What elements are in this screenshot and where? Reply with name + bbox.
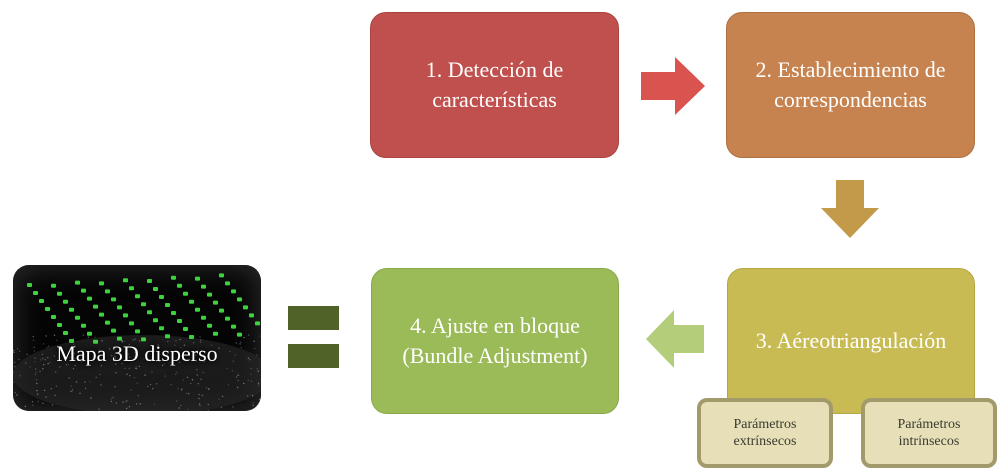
- step-bundle-adjustment-label: 4. Ajuste en bloque (Bundle Adjustment): [402, 313, 588, 368]
- equals-bar-top: [288, 306, 339, 330]
- left-arrow-icon: [646, 310, 704, 368]
- step-correspondences: 2. Establecimiento de correspondencias: [726, 12, 975, 158]
- equals-bar-bottom: [288, 344, 339, 368]
- sparse-3d-map-label: Mapa 3D disperso: [56, 341, 218, 366]
- step-aerotriangulation: 3. Aéreotriangulación: [727, 268, 975, 414]
- down-arrow-icon: [821, 180, 879, 238]
- step-aerotriangulation-label: 3. Aéreotriangulación: [755, 328, 947, 354]
- step-feature-detection: 1. Detección de características: [370, 12, 619, 158]
- sparse-3d-map-image: Mapa 3D disperso: [13, 265, 261, 411]
- step-correspondences-label: 2. Establecimiento de correspondencias: [755, 57, 946, 112]
- step-feature-detection-label: 1. Detección de características: [425, 57, 564, 112]
- intrinsic-parameters-label: Parámetros intrínsecos: [897, 416, 961, 450]
- intrinsic-parameters-box: Parámetros intrínsecos: [861, 398, 997, 468]
- extrinsic-parameters-label: Parámetros extrínsecos: [733, 416, 797, 450]
- sparse-point-cloud-illustration: [13, 273, 261, 411]
- right-arrow-icon: [641, 57, 705, 115]
- step-bundle-adjustment: 4. Ajuste en bloque (Bundle Adjustment): [371, 268, 619, 414]
- extrinsic-parameters-box: Parámetros extrínsecos: [697, 398, 833, 468]
